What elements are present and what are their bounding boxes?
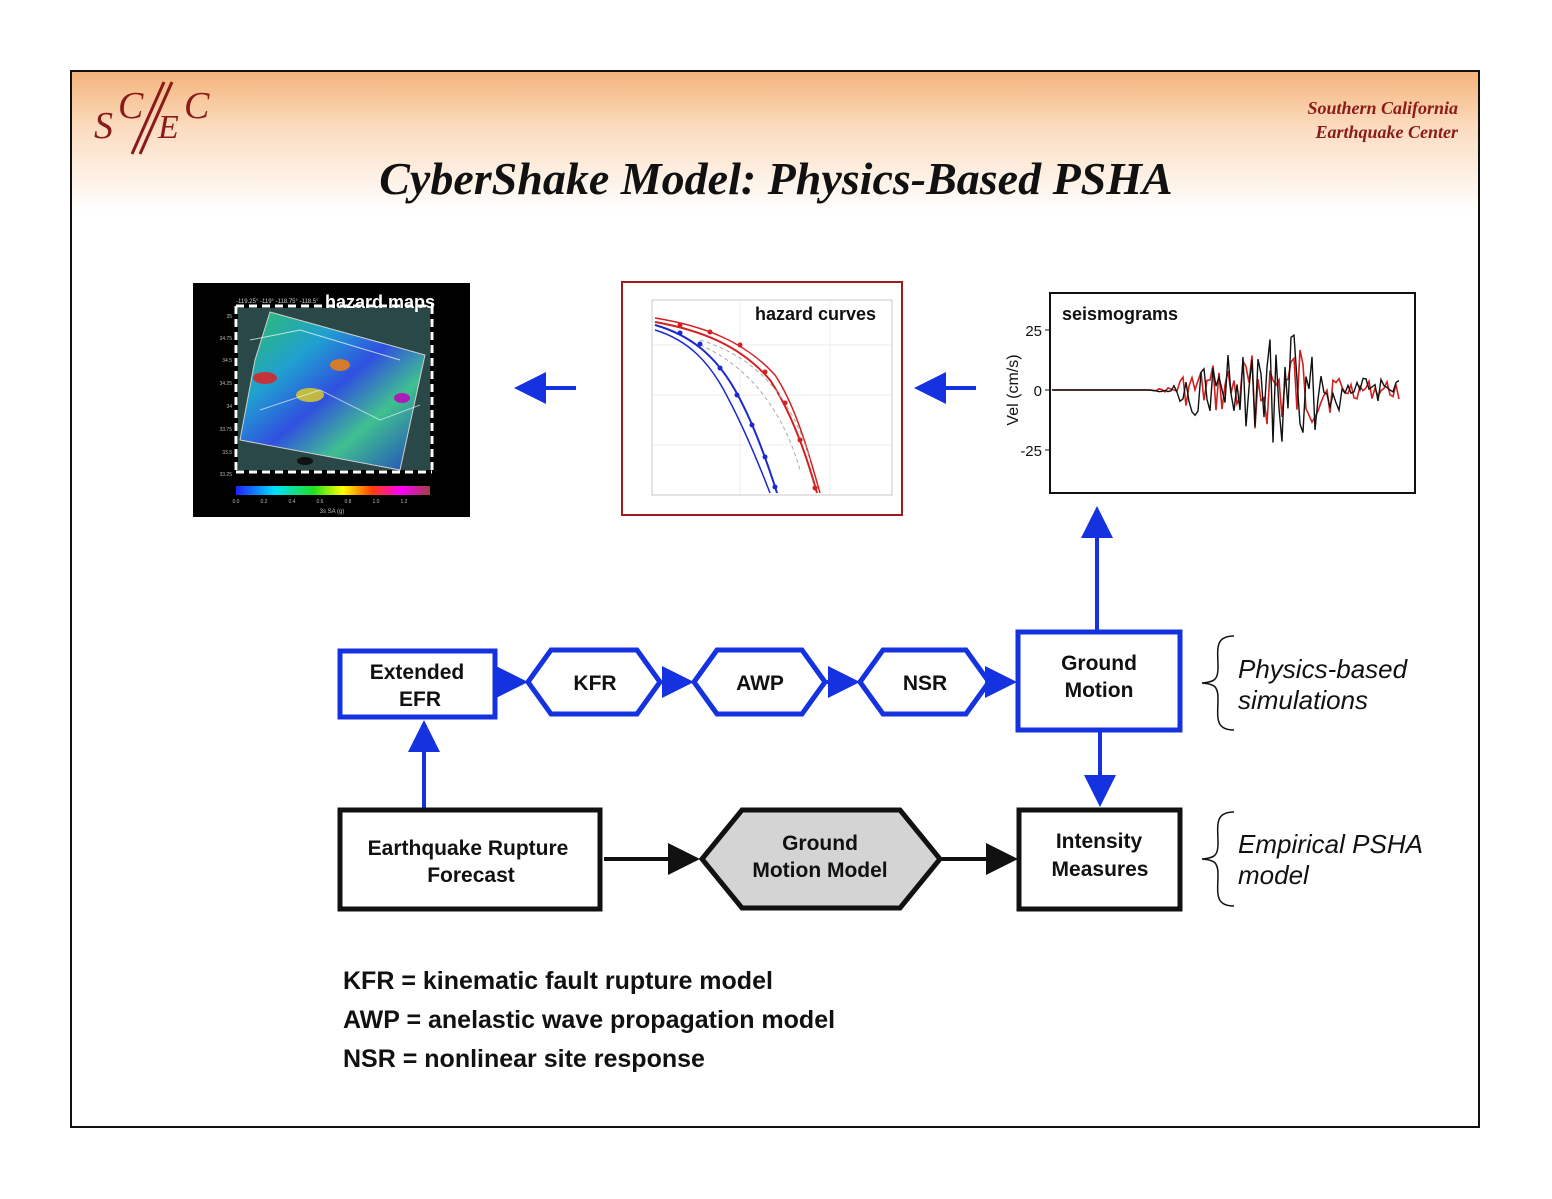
- slide-frame: [70, 70, 1480, 1128]
- seismograms-panel: seismograms Vel (cm/s) 25 0 -25: [1005, 292, 1416, 494]
- physics-label-2: simulations: [1238, 685, 1368, 715]
- org-name: Southern California Earthquake Center: [1307, 96, 1458, 144]
- box-intensity-measures: Intensity Measures: [1016, 807, 1183, 912]
- ytick: 25: [1025, 323, 1042, 340]
- lat-tick: 34.75: [219, 336, 232, 342]
- empirical-label-2: model: [1238, 860, 1310, 890]
- empirical-label-1: Empirical PSHA: [1238, 829, 1423, 859]
- svg-text:C: C: [184, 85, 210, 127]
- svg-text:Ground: Ground: [782, 832, 858, 855]
- svg-text:Extended: Extended: [370, 661, 465, 684]
- svg-text:KFR: KFR: [573, 672, 616, 695]
- hex-awp: AWP: [690, 647, 829, 717]
- svg-text:E: E: [157, 109, 179, 146]
- cbar-tick: 0.8: [345, 499, 352, 505]
- ytick: -25: [1020, 443, 1042, 460]
- map-colorbar-ticks: 0.0 0.2 0.4 0.6 0.8 1.0 1.2: [233, 499, 408, 505]
- scec-logo: S C E C: [94, 81, 210, 155]
- svg-text:NSR: NSR: [903, 672, 947, 695]
- lat-tick: 34.5: [222, 358, 232, 364]
- lat-tick: 33.75: [219, 427, 232, 433]
- lat-tick: 33.25: [219, 472, 232, 478]
- map-top-ticks: -119.25° -119° -118.75° -118.5°: [236, 299, 319, 305]
- seismograms-label: seismograms: [1062, 304, 1178, 324]
- seismogram-yticks: 25 0 -25: [1020, 323, 1042, 460]
- hazard-curves-panel: hazard curves: [621, 281, 903, 516]
- lat-tick: 34.25: [219, 381, 232, 387]
- seismogram-ylabel: Vel (cm/s): [1005, 354, 1022, 425]
- svg-text:Earthquake Rupture: Earthquake Rupture: [368, 837, 569, 860]
- cbar-tick: 0.6: [317, 499, 324, 505]
- hazard-curves-label: hazard curves: [755, 304, 876, 324]
- hex-kfr: KFR: [524, 647, 664, 717]
- acronym-legend: KFR = kinematic fault rupture model AWP …: [343, 962, 835, 1079]
- legend-kfr: KFR = kinematic fault rupture model: [343, 967, 773, 995]
- brace-empirical: [1201, 811, 1235, 907]
- map-colorbar-label: 3s SA (g): [320, 509, 345, 515]
- seismogram-trace-black: [1052, 333, 1400, 443]
- svg-text:Motion: Motion: [1065, 679, 1134, 702]
- lat-tick: 35: [226, 314, 232, 320]
- legend-nsr: NSR = nonlinear site response: [343, 1045, 705, 1073]
- box-erf: Earthquake Rupture Forecast: [337, 807, 603, 912]
- ytick: 0: [1034, 383, 1042, 400]
- lat-tick: 34: [226, 404, 232, 410]
- svg-text:Forecast: Forecast: [427, 864, 515, 887]
- svg-text:S: S: [94, 105, 113, 147]
- org-line-1: Southern California: [1307, 98, 1458, 118]
- hazard-maps-label: hazard maps: [325, 292, 435, 312]
- seismogram-trace-red: [1052, 349, 1400, 429]
- hazard-map-panel: -119.25° -119° -118.75° -118.5° 35 34.75…: [193, 283, 470, 517]
- hex-ground-motion-model: Ground Motion Model: [698, 807, 944, 911]
- lat-tick: 33.5: [222, 450, 232, 456]
- svg-text:EFR: EFR: [399, 688, 441, 711]
- physics-label-1: Physics-based: [1238, 654, 1409, 684]
- cbar-tick: 1.2: [401, 499, 408, 505]
- page-title: CyberShake Model: Physics-Based PSHA: [379, 153, 1173, 204]
- svg-text:Ground: Ground: [1061, 652, 1137, 675]
- box-extended-efr: Extended EFR: [337, 648, 498, 720]
- legend-awp: AWP = anelastic wave propagation model: [343, 1006, 836, 1034]
- svg-text:AWP: AWP: [736, 672, 784, 695]
- svg-text:C: C: [118, 85, 144, 127]
- map-colorbar: [236, 486, 430, 495]
- org-line-2: Earthquake Center: [1315, 122, 1458, 142]
- cbar-tick: 0.4: [289, 499, 296, 505]
- cbar-tick: 1.0: [373, 499, 380, 505]
- box-ground-motion: Ground Motion: [1015, 629, 1183, 733]
- cbar-tick: 0.2: [261, 499, 268, 505]
- hex-nsr: NSR: [856, 647, 993, 717]
- brace-physics: [1201, 635, 1235, 731]
- svg-text:Intensity: Intensity: [1056, 830, 1143, 853]
- svg-text:Motion Model: Motion Model: [752, 859, 887, 882]
- map-lat-ticks: 35 34.75 34.5 34.25 34 33.75 33.5 33.25: [219, 314, 232, 478]
- cbar-tick: 0.0: [233, 499, 240, 505]
- svg-text:Measures: Measures: [1052, 858, 1149, 881]
